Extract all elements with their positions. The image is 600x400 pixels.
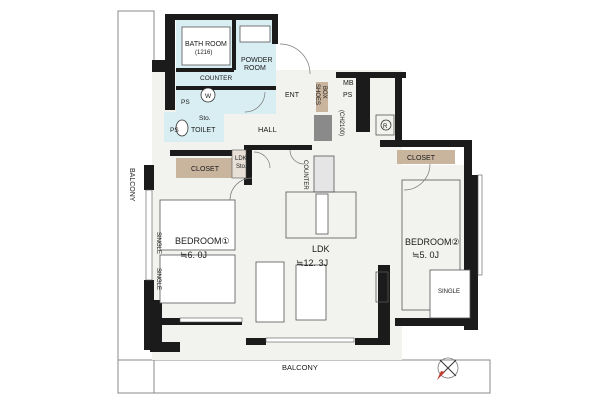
shoes-box-label: SHOES	[314, 84, 320, 105]
bedroom1-label: BEDROOM①	[175, 236, 230, 246]
bedroom2-label: BEDROOM②	[405, 237, 460, 247]
single-label-1: SINGLE	[155, 232, 161, 254]
ldk-size-label: ≒12. 3J	[296, 258, 328, 268]
balcony-bottom-label: BALCONY	[282, 363, 318, 372]
balcony-side-label: BALCONY	[128, 168, 135, 202]
counter-label: COUNTER	[200, 75, 232, 82]
single-label-3: SINGLE	[438, 289, 460, 295]
bedroom1-size-label: ≒6. 0J	[180, 250, 207, 260]
compass-icon	[437, 357, 459, 380]
ldk-sto-label: LDK	[235, 156, 247, 162]
bath-size-label: (1216)	[195, 50, 212, 56]
ent-label: ENT	[285, 92, 300, 99]
fixtures	[159, 25, 471, 323]
bath-room-label: BATH ROOM	[185, 41, 227, 48]
ps-label-closet: PS	[171, 150, 180, 157]
sto-label: Sto.	[199, 115, 211, 122]
closet-label-2: CLOSET	[407, 155, 436, 162]
bedroom2-size-label: ≒5. 0J	[412, 250, 439, 260]
door-swings	[229, 43, 431, 201]
ps-label-mb: PS	[343, 92, 353, 99]
ceiling-height-label: (CH2100)	[338, 110, 344, 136]
ps-label-top: PS	[181, 99, 190, 106]
ps-label-left: PS	[170, 127, 179, 134]
single-label-2: SINGLE	[155, 268, 161, 290]
windows	[145, 174, 483, 343]
powder-room-label: POWDER	[241, 57, 273, 64]
refrigerator-label: R	[383, 124, 388, 130]
toilet-label: TOILET	[191, 127, 216, 134]
washer-label: W	[205, 93, 212, 100]
mb-label: MB	[343, 80, 354, 87]
powder-room-label-2: ROOM	[244, 65, 266, 72]
shoes-box-label-2: BOX	[321, 86, 327, 99]
ldk-label: LDK	[312, 244, 330, 254]
closet-label-1: CLOSET	[191, 166, 220, 173]
counter-vertical-label: COUNTER	[302, 160, 308, 190]
hall-label: HALL	[258, 125, 277, 134]
ldk-sto-label-2: Sto.	[236, 164, 247, 170]
